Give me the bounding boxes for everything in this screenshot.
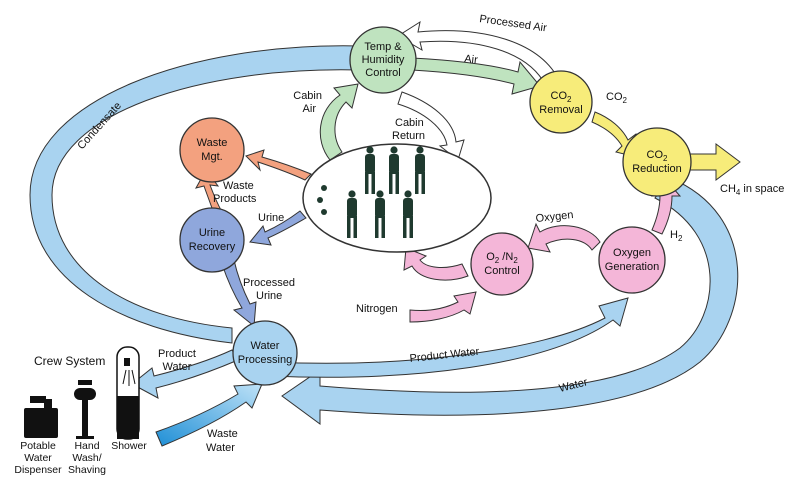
cabin-air-label-1: Cabin <box>293 90 322 102</box>
crew-figures <box>347 146 425 238</box>
potable-water-label-2: Water <box>24 452 52 464</box>
svg-text:CO2: CO2 <box>551 90 573 104</box>
o2n2-to-cabin-arrow <box>403 247 469 281</box>
waste-water-label-1: Waste <box>207 428 238 440</box>
crew-system-title: Crew System <box>34 354 105 368</box>
hand-wash-label-2: Wash/ <box>72 452 101 464</box>
hand-wash-label-1: Hand <box>74 440 99 452</box>
nitrogen-arrow <box>409 291 477 323</box>
svg-text:O2 /N2: O2 /N2 <box>486 251 518 265</box>
product-water-to-crew-arrow <box>131 349 239 399</box>
svg-text:Temp &: Temp & <box>364 41 402 53</box>
ch4-arrow <box>689 143 741 181</box>
urine-label: Urine <box>258 212 284 224</box>
svg-text:Urine: Urine <box>199 227 225 239</box>
svg-text:Control: Control <box>484 265 519 277</box>
svg-text:Recovery: Recovery <box>189 241 236 253</box>
product-water-arrow <box>269 297 629 378</box>
svg-text:Generation: Generation <box>605 261 659 273</box>
svg-text:Humidity: Humidity <box>362 54 405 66</box>
air-arrow <box>411 57 541 95</box>
svg-text:Control: Control <box>365 67 400 79</box>
svg-text:Removal: Removal <box>539 104 582 116</box>
svg-text:Oxygen: Oxygen <box>613 247 651 259</box>
co2-label: CO2 <box>606 91 628 105</box>
oxygen-generation-node: Oxygen Generation <box>598 226 666 294</box>
oxygen-arrow <box>527 222 601 253</box>
svg-text:CO2: CO2 <box>647 149 669 163</box>
cabin-air-arrow <box>319 83 359 161</box>
faucet-icon <box>24 396 58 438</box>
o2-n2-control-node: O2 /N2 Control <box>470 232 534 296</box>
cabin-return-label-1: Cabin <box>395 117 424 129</box>
shower-icon <box>116 346 140 440</box>
processed-urine-arrow <box>221 259 257 327</box>
hand-wash-label-3: Shaving <box>68 464 106 476</box>
potable-water-label-3: Dispenser <box>14 464 62 476</box>
processed-air-label: Processed Air <box>479 13 548 34</box>
waste-water-label-2: Water <box>206 442 235 454</box>
condensate-arrow <box>29 45 361 344</box>
product-water-left-label-1: Product <box>158 348 196 360</box>
co2-removal-node: CO2 Removal <box>529 70 593 134</box>
svg-text:Reduction: Reduction <box>632 163 682 175</box>
co2-reduction-node: CO2 Reduction <box>622 127 692 197</box>
potable-water-label-1: Potable <box>20 440 56 452</box>
oxygen-label: Oxygen <box>535 209 574 225</box>
water-return-arrow <box>281 177 739 425</box>
waste-products-label-1: Waste <box>223 180 254 192</box>
shower-label: Shower <box>111 440 147 452</box>
svg-text:Processing: Processing <box>238 354 292 366</box>
temp-humidity-control-node: Temp & Humidity Control <box>349 26 417 94</box>
cabin-air-label-2: Air <box>303 103 317 115</box>
svg-text:Waste: Waste <box>197 137 228 149</box>
waste-products-arrow <box>245 149 312 181</box>
sink-icon <box>74 380 96 439</box>
air-label: Air <box>464 53 479 66</box>
ch4-label: CH4 in space <box>720 183 784 197</box>
svg-text:Mgt.: Mgt. <box>201 151 222 163</box>
svg-text:Water: Water <box>251 340 280 352</box>
nitrogen-label: Nitrogen <box>356 303 398 315</box>
processed-urine-label-1: Processed <box>243 277 295 289</box>
waste-products-label-2: Products <box>213 193 257 205</box>
h2-label: H2 <box>670 229 683 243</box>
waste-water-arrow <box>155 383 263 447</box>
processed-urine-label-2: Urine <box>256 290 282 302</box>
urine-recovery-node: Urine Recovery <box>179 207 245 273</box>
product-water-left-label-2: Water <box>163 361 192 373</box>
waste-mgt-node: Waste Mgt. <box>179 117 245 183</box>
urine-arrow <box>249 210 307 246</box>
water-processing-node: Water Processing <box>232 320 298 386</box>
cabin-return-label-2: Return <box>392 130 425 142</box>
cup-icons <box>317 185 327 215</box>
